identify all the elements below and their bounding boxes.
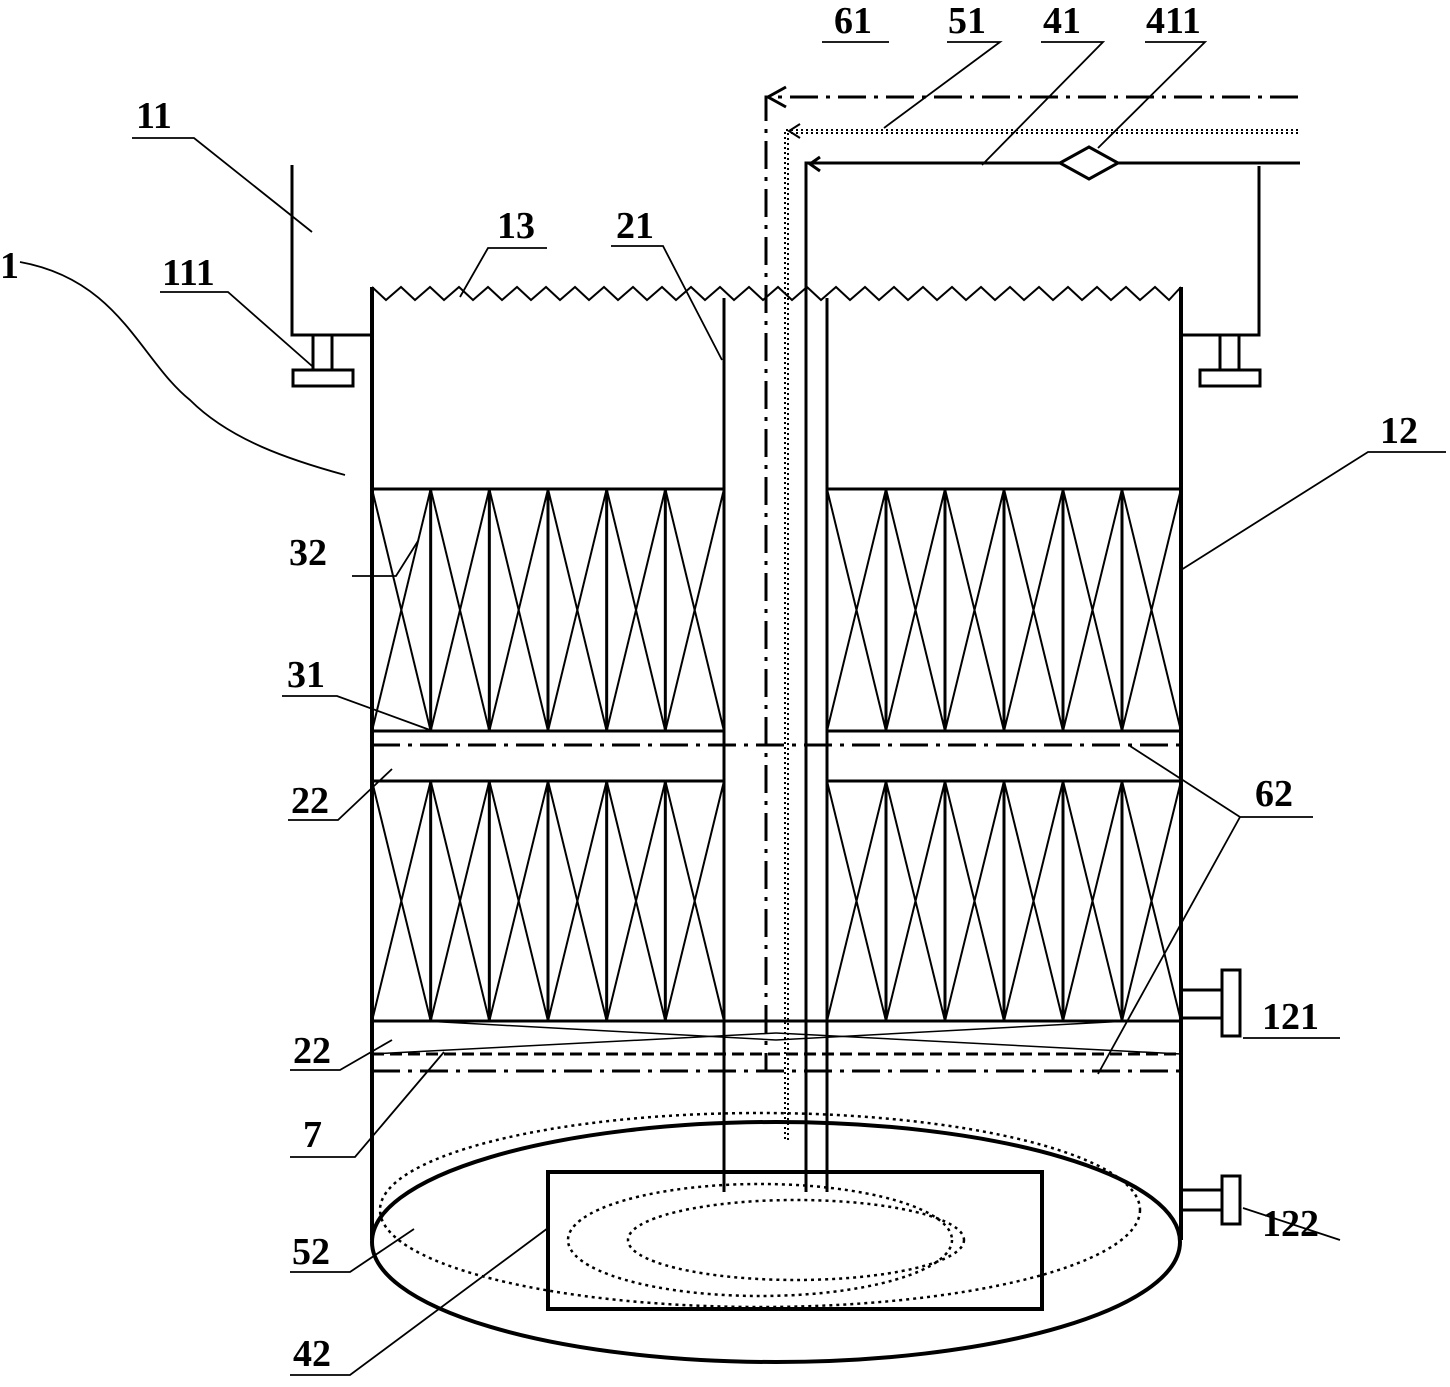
packing-diagonal [488, 488, 549, 732]
pipe-51 [784, 123, 1298, 1140]
side-valve-122 [1181, 1174, 1242, 1226]
support-bracket-right [1181, 166, 1262, 388]
packing-diagonal [1003, 488, 1064, 732]
leader-12 [1180, 451, 1446, 571]
label-52: 52 [292, 1231, 330, 1273]
leader-62-b [1097, 816, 1241, 1075]
label-411: 411 [1146, 0, 1201, 42]
upper-packing-layer [370, 487, 1183, 733]
gas-pipe-61 [764, 85, 1298, 1071]
vessel-body [370, 285, 1183, 1364]
label-41: 41 [1043, 0, 1081, 42]
packing-diagonal [371, 780, 432, 1022]
leader-411 [1097, 41, 1208, 149]
label-1: 1 [0, 245, 19, 287]
packing-diagonal [1062, 780, 1123, 1022]
label-42: 42 [293, 1333, 331, 1375]
bottom-distribution-plate [371, 1019, 1182, 1056]
leader-31 [282, 695, 431, 731]
packing-diagonal [664, 780, 725, 1022]
vessel-bottom-ellipse [370, 1120, 1182, 1364]
coil-52-outer [378, 1111, 1142, 1309]
packing-diagonal [547, 780, 608, 1022]
packing-diagonal [826, 780, 887, 1022]
leader-52 [290, 1228, 415, 1273]
packing-diagonal [605, 780, 667, 1022]
bottom-unit [378, 1111, 1142, 1311]
packing-diagonal [1121, 488, 1182, 732]
coil-52-inner [626, 1198, 966, 1282]
leader-22-lower [290, 1039, 393, 1071]
packing-diagonal [488, 780, 549, 1022]
packing-diagonal [429, 488, 491, 732]
arrow-41 [807, 155, 821, 173]
support-bracket-left [290, 165, 372, 388]
valve-411 [1056, 145, 1122, 181]
label-121: 121 [1262, 996, 1319, 1038]
labels: 1 11 111 13 21 61 51 41 411 12 32 31 22 … [0, 0, 1418, 1375]
leader-21 [611, 245, 723, 361]
leader-lines [19, 41, 1446, 1376]
label-62: 62 [1255, 773, 1293, 815]
label-31: 31 [287, 654, 325, 696]
label-32: 32 [289, 532, 327, 574]
heater-box-42 [546, 1170, 1044, 1311]
leader-11 [132, 137, 313, 233]
leader-7 [290, 1051, 445, 1158]
packing-diagonal [885, 780, 946, 1022]
leader-122 [1242, 1207, 1341, 1241]
side-valve-121 [1181, 968, 1242, 1038]
label-11: 11 [136, 95, 172, 137]
packing-diagonal [1062, 488, 1123, 732]
label-12: 12 [1380, 410, 1418, 452]
pipe-41 [804, 145, 1300, 1192]
packing-diagonal [547, 488, 608, 732]
label-111: 111 [162, 252, 215, 294]
label-13: 13 [497, 205, 535, 247]
packing-diagonal [1121, 780, 1182, 1022]
label-7: 7 [303, 1114, 322, 1156]
packing-diagonal [944, 488, 1005, 732]
label-122: 122 [1262, 1203, 1319, 1245]
packing-diagonal [605, 488, 667, 732]
gas-line-62 [372, 743, 1181, 1073]
label-21: 21 [616, 205, 654, 247]
lower-packing-layer [370, 779, 1183, 1023]
leader-22-upper [288, 768, 393, 821]
packing-diagonal [885, 488, 946, 732]
arrow-51 [787, 123, 801, 139]
packing-diagonal [371, 488, 432, 732]
packing-diagonal [826, 488, 887, 732]
label-22-lower: 22 [293, 1030, 331, 1072]
coil-52-middle [566, 1182, 954, 1298]
vessel-rim-zigzag [371, 285, 1182, 302]
leader-32 [352, 540, 419, 577]
packing-diagonal [1003, 780, 1064, 1022]
arrow-61 [764, 85, 787, 109]
label-61: 61 [834, 0, 872, 42]
leader-13 [459, 247, 547, 298]
packing-diagonal [664, 488, 725, 732]
leader-51 [883, 41, 1003, 129]
leader-41 [981, 41, 1106, 166]
leader-42 [290, 1227, 549, 1376]
packing-diagonal [944, 780, 1005, 1022]
label-22-upper: 22 [291, 780, 329, 822]
leader-111 [160, 291, 313, 367]
packing-diagonal [429, 780, 491, 1022]
leader-1 [19, 261, 346, 476]
label-51: 51 [948, 0, 986, 42]
